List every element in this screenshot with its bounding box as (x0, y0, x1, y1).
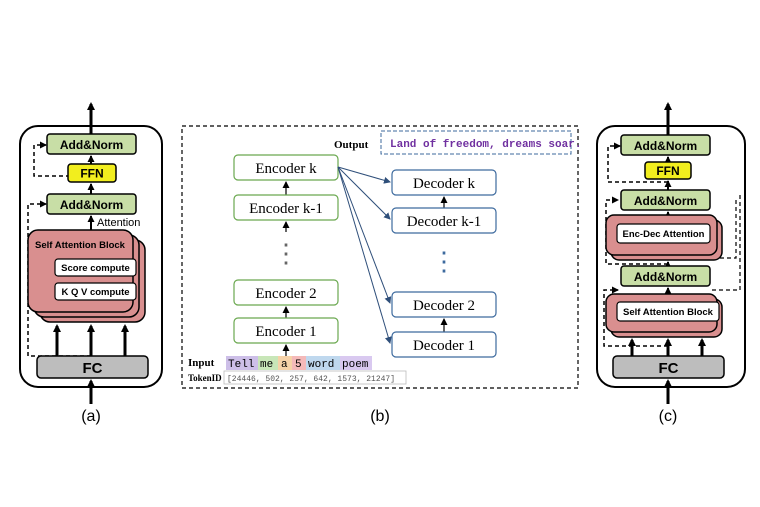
panel-c-fc-box (612, 355, 725, 379)
decoder-2-box (391, 291, 497, 318)
encoder-2-label: Encoder 2 (255, 286, 316, 302)
panel-c-ffn-label: FFN (656, 164, 679, 178)
token-5: poem (342, 359, 369, 371)
token-1: me (260, 359, 273, 371)
token-highlight-0 (226, 356, 258, 370)
panel-c: Add&Norm FFN Add&Norm Enc-Dec Attention … (596, 102, 746, 425)
panel-c-encoder-input-loop (712, 195, 741, 291)
decoder-k-minus-1-box (391, 207, 497, 234)
token-2: a (281, 359, 288, 371)
panel-c-self-attention-block-label: Self Attention Block (623, 307, 714, 318)
panel-a-add-norm-top (46, 133, 137, 155)
token-highlight-5 (340, 356, 372, 370)
decoder-k-minus-1-label: Decoder k-1 (407, 214, 482, 230)
panel-a-add-norm-bottom-label: Add&Norm (60, 198, 123, 212)
panel-c-frame (596, 125, 746, 388)
panel-c-add-norm-mid (620, 189, 711, 211)
panel-a-ffn-label: FFN (80, 167, 103, 181)
panel-a-kqv-compute-label: K Q V compute (61, 287, 129, 298)
encoder-1-box (233, 317, 339, 344)
connection-enc-to-dec-k (337, 166, 391, 184)
panel-b-caption: (b) (370, 408, 390, 425)
token-highlight-2 (278, 356, 292, 370)
panel-a-ffn-box (67, 163, 117, 183)
panel-c-encdec-inner (616, 223, 711, 244)
panel-c-add-norm-low (620, 265, 711, 287)
panel-c-caption: (c) (659, 408, 678, 425)
panel-b-token-ids: [24446, 502, 257, 642, 1573, 21247] (227, 375, 395, 384)
encoder-k-minus-1-label: Encoder k-1 (249, 201, 323, 217)
panel-c-add-norm-top-label: Add&Norm (634, 139, 697, 153)
panel-c-fc-label: FC (659, 360, 679, 377)
panel-a-add-norm-top-label: Add&Norm (60, 138, 123, 152)
panel-a-fc-box (36, 355, 149, 379)
token-highlight-4 (306, 356, 340, 370)
panel-b-output-box (380, 130, 572, 155)
encoder-k-minus-1-box (233, 194, 339, 221)
connection-enc-to-dec-1 (337, 166, 392, 344)
encoder-2-box (233, 279, 339, 306)
panel-c-add-norm-low-label: Add&Norm (634, 270, 697, 284)
panel-c-residual-loop-low (603, 286, 668, 347)
decoder-k-box (391, 169, 497, 196)
panel-c-add-norm-top (620, 134, 711, 156)
panel-b-frame (181, 125, 579, 389)
connection-enc-to-dec-2 (337, 166, 392, 304)
encoder-k-label: Encoder k (255, 161, 317, 177)
panel-b-output-label: Output (334, 139, 369, 151)
panel-c-selfattn-inner (616, 301, 720, 322)
panel-b: Output Land of freedom, dreams soar. Enc… (181, 125, 581, 425)
token-0: Tell (228, 359, 254, 371)
token-row: Tell me a 5 word poem (226, 356, 372, 371)
token-highlight-3 (292, 356, 306, 370)
token-3: 5 (295, 359, 302, 371)
panel-c-add-norm-mid-label: Add&Norm (634, 194, 697, 208)
decoder-2-label: Decoder 2 (413, 298, 475, 314)
decoder-1-box (391, 331, 497, 358)
panel-a-attention-label: Attention (97, 217, 140, 229)
tokenid-box (223, 370, 407, 385)
panel-b-output-text: Land of freedom, dreams soar. (390, 139, 581, 151)
panel-a-add-norm-bottom (46, 193, 137, 215)
panel-a-self-attention-block-label: Self Attention Block (35, 240, 126, 251)
panel-c-enc-dec-attention-label: Enc-Dec Attention (623, 229, 705, 240)
encoder-ellipsis: ⋮ (273, 239, 299, 268)
panel-a-score-compute-box (54, 258, 137, 277)
panel-b-input-label: Input (188, 357, 215, 369)
panel-c-ffn-box (644, 161, 692, 180)
panel-a: Add&Norm FFN Add&Norm Attention Self Att… (19, 102, 163, 425)
token-highlight-1 (258, 356, 278, 370)
panel-a-score-compute-label: Score compute (61, 263, 130, 274)
decoder-1-label: Decoder 1 (413, 338, 475, 354)
encoder-1-label: Encoder 1 (255, 324, 316, 340)
decoder-k-label: Decoder k (413, 176, 476, 192)
panel-c-residual-loop-top (607, 142, 668, 183)
panel-a-kqv-compute-box (54, 282, 137, 301)
token-4: word (308, 359, 334, 371)
panel-c-encoder-input-loop-2 (720, 200, 737, 259)
panel-a-caption: (a) (81, 408, 101, 425)
panel-b-tokenid-label: TokenID (188, 373, 222, 383)
panel-a-fc-label: FC (83, 360, 103, 377)
decoder-ellipsis: ⋮ (431, 247, 457, 276)
panel-a-residual-loop-top (33, 141, 91, 177)
connection-enc-to-dec-km1 (337, 166, 391, 220)
